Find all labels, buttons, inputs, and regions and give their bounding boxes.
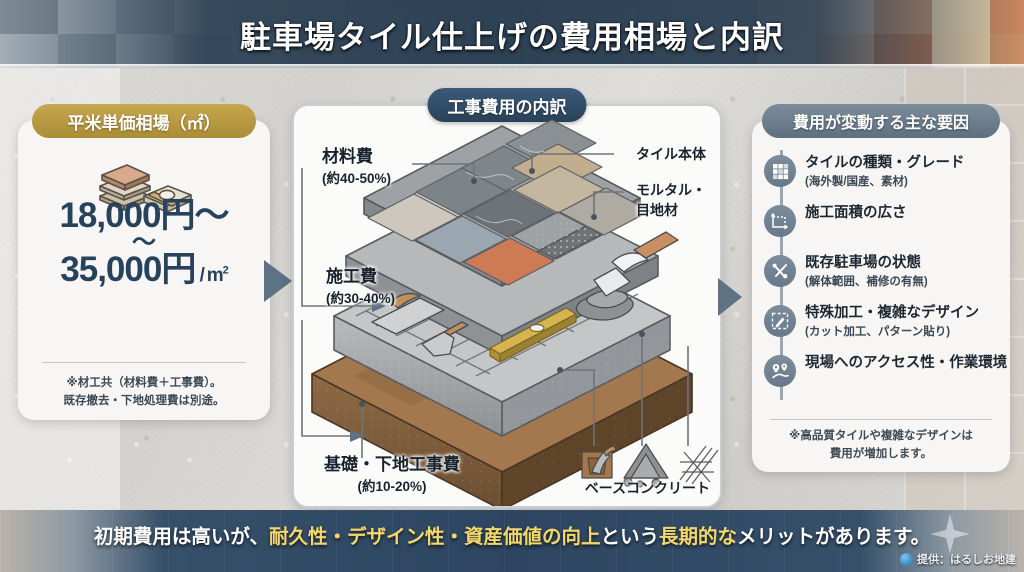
footer-banner: 初期費用は高いが、耐久性・デザイン性・資産価値の向上という長期的なメリットがあり… <box>0 510 1024 572</box>
factor-item-special-design[interactable]: 特殊加工・複雑なデザイン (カット加工、パターン貼り) <box>752 300 1010 350</box>
label-foundation-cost: 基礎・下地工事費 (約10-20%) <box>324 455 460 494</box>
label-tile-body: タイル本体 <box>636 146 706 162</box>
label-construction-cost: 施工費 (約30-40%) <box>326 267 396 306</box>
footer-background <box>0 510 1024 572</box>
factor-text: タイルの種類・グレード (海外製/国産、素材) <box>805 155 965 189</box>
factor-text: 既存駐車場の状態 (解体範囲、補修の有無) <box>805 255 928 289</box>
trowel-float-tools <box>371 292 469 357</box>
cost-breakdown-card: 工事費用の内訳 <box>292 88 722 508</box>
factor-item-tile-type[interactable]: タイルの種類・グレード (海外製/国産、素材) <box>752 150 1010 200</box>
tile-grid-3x3 <box>367 119 651 286</box>
label-base-concrete: ベースコンクリート <box>584 480 710 496</box>
price-range: 18,000円～ ～ 35,000円 / m2 <box>18 198 270 288</box>
trowel-in-trench-icon <box>581 445 617 479</box>
footer-part1: 初期費用は高いが、 <box>93 525 269 548</box>
price-unit-superscript: 2 <box>222 265 229 278</box>
leader-arrowheads <box>350 300 386 442</box>
header-banner: 駐車場タイル仕上げの費用相場と内訳 <box>0 0 1024 68</box>
tile-stack-money-icon <box>99 164 192 213</box>
area-measure-icon <box>764 205 796 237</box>
cost-factors-note: ※高品質タイルや複雑なデザインは 費用が増加します。 <box>762 428 1000 464</box>
credit-text: 提供：はるしお地建 <box>917 554 1016 566</box>
factor-item-area-size[interactable]: 施工面積の広さ <box>752 200 1010 250</box>
base-concrete-icons <box>581 443 719 488</box>
price-high: 35,000円 <box>60 250 196 290</box>
cost-factors-list: タイルの種類・グレード (海外製/国産、素材) 施工面積の広さ <box>752 150 1010 400</box>
tile-grid-icon <box>764 155 796 187</box>
factor-item-existing-condition[interactable]: 既存駐車場の状態 (解体範囲、補修の有無) <box>752 250 1010 300</box>
unit-price-pill: 平米単価相場（㎡） <box>32 104 256 138</box>
unit-price-card: 平米単価相場（㎡） <box>18 104 270 420</box>
cost-breakdown-pill: 工事費用の内訳 <box>427 88 587 122</box>
left-card-divider <box>42 362 246 363</box>
spirit-level <box>489 307 577 363</box>
price-high-row: 35,000円 / m2 <box>18 252 270 288</box>
mortar-application <box>575 231 679 321</box>
price-unit: / m2 <box>195 265 229 287</box>
tools-icon <box>764 255 796 287</box>
footer-highlight2: 長期的な <box>659 525 738 548</box>
footer-part2: という <box>600 525 660 548</box>
cost-factors-pill: 費用が変動する主な要因 <box>762 104 1000 138</box>
unit-price-note-line2: 既存撤去・下地処理費は別途。 <box>63 395 225 408</box>
cost-factors-card: 費用が変動する主な要因 <box>752 104 1010 472</box>
factor-item-site-access[interactable]: 現場へのアクセス性・作業環境 <box>752 350 1010 400</box>
isometric-tile-construction-illustration <box>301 119 719 506</box>
brand-logo-icon <box>900 552 913 566</box>
sparkle-icon <box>930 514 970 554</box>
header-underline <box>0 64 1024 68</box>
footer-message: 初期費用は高いが、耐久性・デザイン性・資産価値の向上という長期的なメリットがあり… <box>0 516 1024 552</box>
price-tilde: ～ <box>132 228 156 256</box>
leader-lines <box>301 153 689 458</box>
right-card-divider <box>770 419 992 420</box>
label-mortar: モルタル・ 目地材 <box>636 182 706 218</box>
label-material-cost: 材料費 (約40-50%) <box>322 147 392 186</box>
factor-text: 現場へのアクセス性・作業環境 <box>805 355 1008 371</box>
header-dark-overlay <box>0 0 1024 68</box>
page-title: 駐車場タイル仕上げの費用相場と内訳 <box>240 19 784 55</box>
footer-highlight1: 耐久性・デザイン性・資産価値の向上 <box>269 525 601 548</box>
location-pin-icon <box>764 355 796 387</box>
rebar-bundle-icon <box>679 445 719 485</box>
credit-line: 提供：はるしお地建 <box>900 551 1016 567</box>
factor-text: 特殊加工・複雑なデザイン (カット加工、パターン貼り) <box>805 305 979 339</box>
arrow-left-to-center-icon <box>264 260 292 302</box>
gravel-pile-icon <box>623 443 669 488</box>
cost-factors-note-line2: 費用が増加します。 <box>829 448 933 461</box>
price-low: 18,000円～ <box>59 196 229 235</box>
arrow-center-to-right-icon <box>718 278 742 316</box>
unit-price-note: ※材工共（材料費＋工事費）。 既存撤去・下地処理費は別途。 <box>30 374 258 411</box>
factor-text: 施工面積の広さ <box>805 205 907 221</box>
cost-factors-note-line1: ※高品質タイルや複雑なデザインは <box>789 430 973 443</box>
footer-part3: メリットがあります。 <box>737 525 931 548</box>
design-pencil-icon <box>764 305 796 337</box>
unit-price-note-line1: ※材工共（材料費＋工事費）。 <box>66 377 222 389</box>
